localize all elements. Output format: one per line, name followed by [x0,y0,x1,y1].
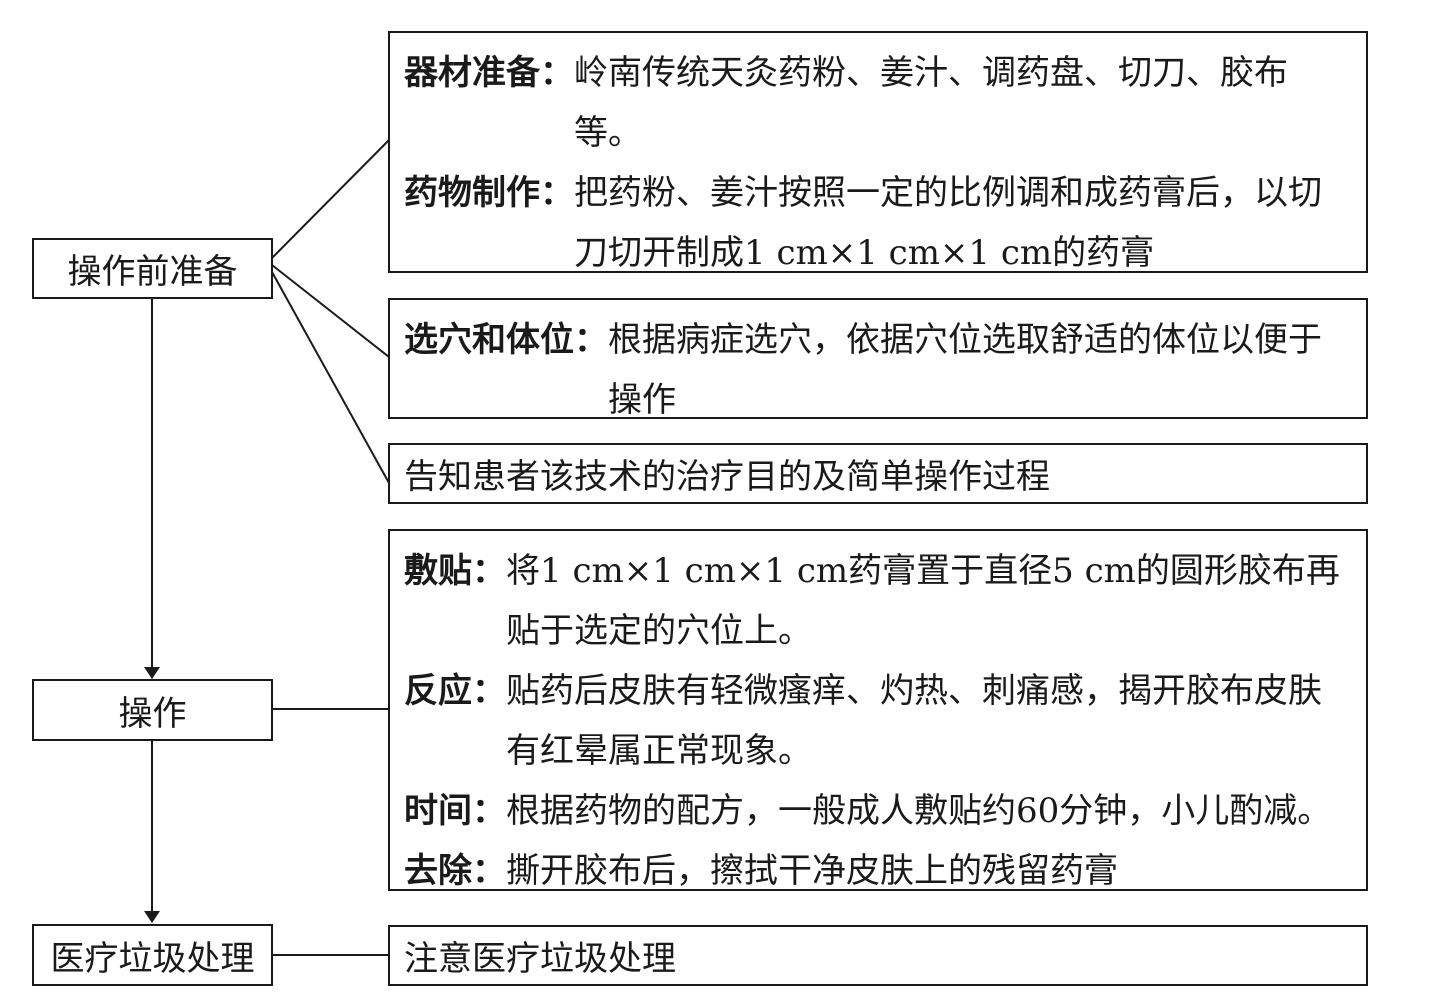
acupoint-text: 根据病症选穴，依据穴位选取舒适的体位以便于操作 [608,320,1322,420]
apply-text: 将1 cm×1 cm×1 cm药膏置于直径5 cm的圆形胶布再贴于选定的穴位上。 [506,551,1340,651]
materials-label: 器材准备： [404,53,574,93]
acupoint-label: 选穴和体位： [404,320,608,360]
reaction-entry: 反应： 贴药后皮肤有轻微瘙痒、灼热、刺痛感，揭开胶布皮肤有红晕属正常现象。 [404,661,1354,781]
remove-entry: 去除： 撕开胶布后，擦拭干净皮肤上的残留药膏 [404,841,1354,901]
preparation-entry: 药物制作： 把药粉、姜汁按照一定的比例调和成药膏后，以切刀切开制成1 cm×1 … [404,163,1354,283]
reaction-label: 反应： [404,671,506,711]
time-entry: 时间： 根据药物的配方，一般成人敷贴约60分钟，小儿酌减。 [404,781,1354,841]
waste-detail-text: 注意医疗垃圾处理 [404,939,676,979]
node-operate: 操作 [32,679,273,741]
prep-inform-box: 告知患者该技术的治疗目的及简单操作过程 [388,443,1368,504]
preparation-text: 把药粉、姜汁按照一定的比例调和成药膏后，以切刀切开制成1 cm×1 cm×1 c… [574,173,1322,273]
prep-materials-box: 器材准备： 岭南传统天灸药粉、姜汁、调药盘、切刀、胶布等。 药物制作： 把药粉、… [388,31,1368,273]
time-label: 时间： [404,791,506,831]
apply-entry: 敷贴： 将1 cm×1 cm×1 cm药膏置于直径5 cm的圆形胶布再贴于选定的… [404,541,1354,661]
connector-prep-materials [271,139,390,259]
apply-label: 敷贴： [404,551,506,591]
node-prep: 操作前准备 [32,238,273,299]
connector-prep-acupoint [271,264,390,358]
materials-text: 岭南传统天灸药粉、姜汁、调药盘、切刀、胶布等。 [574,53,1288,153]
reaction-text: 贴药后皮肤有轻微瘙痒、灼热、刺痛感，揭开胶布皮肤有红晕属正常现象。 [506,671,1322,771]
materials-entry: 器材准备： 岭南传统天灸药粉、姜汁、调药盘、切刀、胶布等。 [404,43,1354,163]
waste-detail-box: 注意医疗垃圾处理 [388,925,1368,986]
remove-label: 去除： [404,851,506,891]
preparation-label: 药物制作： [404,173,574,213]
node-waste: 医疗垃圾处理 [32,924,273,986]
prep-acupoint-box: 选穴和体位： 根据病症选穴，依据穴位选取舒适的体位以便于操作 [388,298,1368,420]
time-text: 根据药物的配方，一般成人敷贴约60分钟，小儿酌减。 [506,791,1332,831]
remove-text: 撕开胶布后，擦拭干净皮肤上的残留药膏 [506,851,1118,891]
inform-text: 告知患者该技术的治疗目的及简单操作过程 [404,457,1050,497]
connector-prep-inform [271,271,390,484]
acupoint-entry: 选穴和体位： 根据病症选穴，依据穴位选取舒适的体位以便于操作 [404,310,1354,430]
operate-details-box: 敷贴： 将1 cm×1 cm×1 cm药膏置于直径5 cm的圆形胶布再贴于选定的… [388,529,1368,891]
